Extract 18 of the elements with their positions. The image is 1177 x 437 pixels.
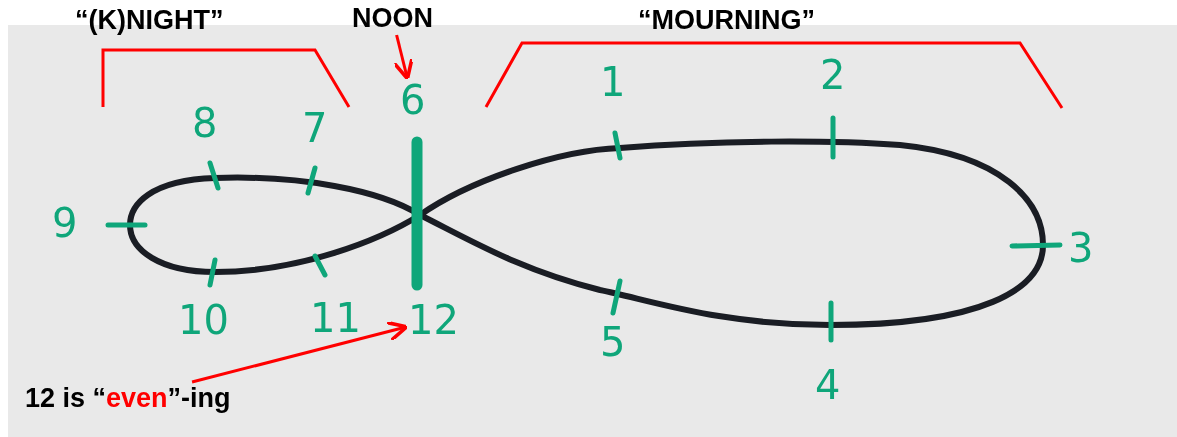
hour-number: 7: [302, 108, 328, 148]
hour-number: 8: [192, 103, 218, 143]
arrow: [392, 34, 414, 81]
hour-number: 4: [815, 365, 841, 405]
hour-number: 2: [820, 55, 846, 95]
label-text: NOON: [352, 5, 433, 32]
hour-number: 1: [600, 62, 626, 102]
arrow: [191, 320, 409, 384]
note-text: 12 is “even”-ing: [25, 385, 231, 412]
heading-text: “(K)NIGHT”: [75, 7, 224, 34]
hour-number: 10: [178, 300, 229, 340]
heading-text: “MOURNING”: [638, 7, 815, 34]
hour-number: 12: [408, 300, 459, 340]
hour-number: 5: [600, 322, 626, 362]
hour-number: 6: [400, 80, 426, 120]
hour-number: 3: [1068, 228, 1094, 268]
hour-number: 9: [52, 203, 78, 243]
hour-number: 11: [310, 298, 361, 338]
